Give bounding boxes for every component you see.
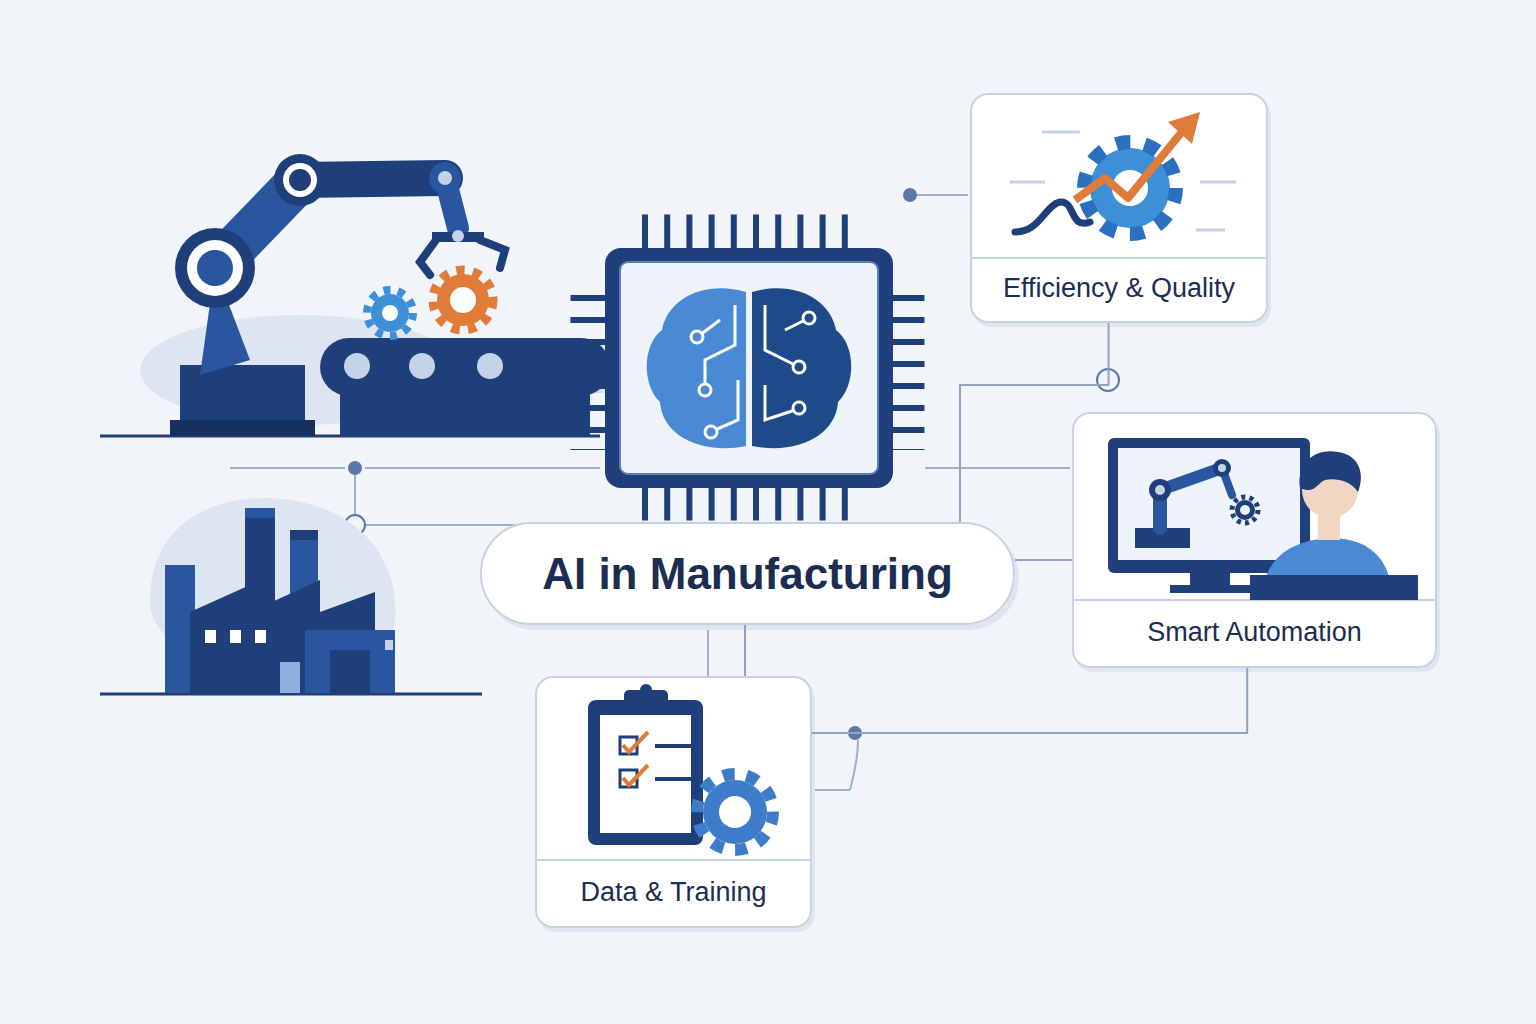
card-label: Data & Training <box>580 877 766 908</box>
efficiency-icon <box>1010 112 1236 234</box>
label-area: Data & Training <box>537 858 810 926</box>
feature-card: Efficiency & Quality <box>970 93 1268 323</box>
connector <box>1015 559 1072 561</box>
connector <box>812 668 1247 733</box>
connector <box>960 323 1109 522</box>
title-pill: AI in Manufacturing <box>480 522 1015 625</box>
card-label: Efficiency & Quality <box>1003 273 1235 304</box>
title-label: AI in Manufacturing <box>542 549 953 599</box>
factory <box>100 498 482 694</box>
connector <box>744 625 746 676</box>
conveyor <box>320 338 610 435</box>
data-icon <box>588 684 773 850</box>
label-area: Smart Automation <box>1074 598 1435 666</box>
ai-chip <box>588 232 907 503</box>
label-area: AI in Manufacturing <box>482 524 1013 623</box>
card-grounds <box>480 93 1440 932</box>
gear-blue <box>367 290 413 336</box>
feature-card: Smart Automation <box>1072 412 1437 668</box>
decor-wires <box>230 195 1070 790</box>
card-label: Smart Automation <box>1147 617 1362 648</box>
gear-orange <box>433 270 493 330</box>
feature-card: Data & Training <box>535 676 812 928</box>
automation-icon <box>1108 438 1418 600</box>
label-area: Efficiency & Quality <box>972 256 1266 321</box>
